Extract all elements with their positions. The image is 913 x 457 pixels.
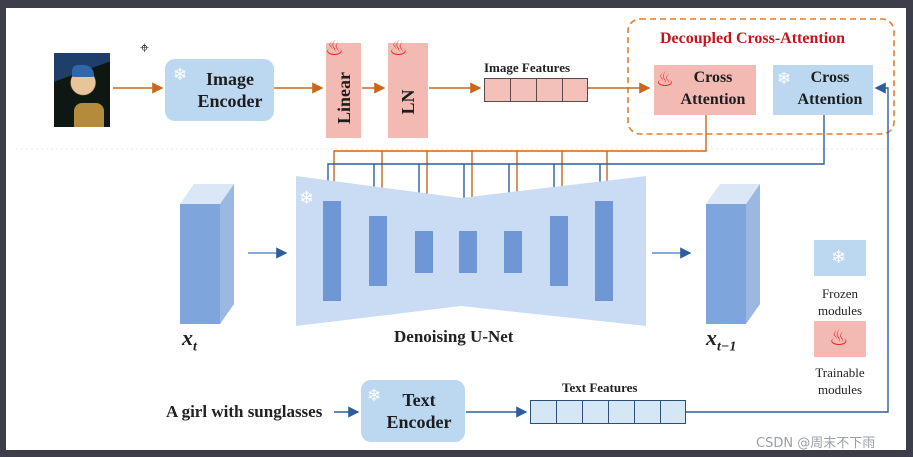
legend-trainable-swatch: ♨: [814, 321, 866, 357]
xt-slab-top: [180, 184, 234, 204]
cross-attention-trainable-box: ♨ Cross Attention: [654, 65, 756, 115]
snowflake-icon: ❄: [777, 69, 792, 89]
text-encoder-box: ❄ Text Encoder: [361, 380, 465, 442]
snowflake-icon: ❄: [173, 65, 188, 85]
image-feature-cell: [510, 78, 537, 102]
orange-bus: [328, 114, 707, 200]
cursor-icon: ⌖: [140, 38, 150, 57]
xt-label-sub: t: [193, 339, 197, 355]
flame-icon: ♨: [325, 36, 344, 60]
xt1-slab-side: [746, 184, 760, 324]
text-feature-cell: [530, 400, 557, 424]
legend-trainable-label: Trainable modules: [815, 365, 865, 397]
xt-slab-side: [220, 184, 234, 324]
xt1-slab-top: [706, 184, 760, 204]
portrait-image: [54, 53, 110, 127]
xt1-label: xt−1: [706, 325, 736, 355]
diagram-lines: [16, 18, 896, 418]
legend-frozen-label: Frozen modules: [817, 286, 863, 318]
image-encoder-label: Image Encoder: [197, 69, 263, 111]
text-feature-cell: [556, 400, 583, 424]
watermark: CSDN @周末不下雨: [756, 436, 876, 451]
image-encoder-box: ❄ Image Encoder: [165, 59, 274, 121]
ln-box: ♨ LN: [388, 36, 428, 138]
unet-block-2: [369, 216, 387, 286]
text-feature-cell: [660, 400, 686, 424]
unet-block-1: [323, 201, 341, 301]
text-feature-cell: [608, 400, 635, 424]
flame-icon: ♨: [829, 326, 849, 351]
decoupled-title: Decoupled Cross-Attention: [660, 30, 846, 47]
snowflake-icon: ❄: [367, 386, 382, 406]
cross-attention-trainable-label: Cross Attention: [680, 69, 746, 108]
legend-frozen-swatch: ❄: [814, 240, 866, 276]
text-features-cells: [530, 400, 686, 424]
image-features-cells: [484, 78, 588, 102]
snowflake-icon: ❄: [831, 247, 847, 268]
prompt-text: A girl with sunglasses: [166, 402, 323, 421]
text-feature-cell: [582, 400, 609, 424]
text-encoder-label: Text Encoder: [386, 390, 452, 432]
unet-block-4: [459, 231, 477, 273]
image-feature-cell: [562, 78, 588, 102]
image-feature-cell: [536, 78, 563, 102]
arrow-textfeat-to-crossattn: [686, 82, 889, 413]
unet-block-3: [415, 231, 433, 273]
unet-block-7: [595, 201, 613, 301]
image-features-label: Image Features: [484, 60, 571, 75]
image-feature-cell: [484, 78, 511, 102]
linear-label: Linear: [334, 72, 354, 124]
diagram-canvas: ⌖ ❄ Image Encoder ♨ Linear ♨ LN Image Fe…: [6, 8, 906, 451]
xt-label-base: x: [182, 325, 193, 350]
xt-slab-front: [180, 204, 220, 324]
unet-block-6: [550, 216, 568, 286]
linear-box: ♨ Linear: [325, 36, 361, 138]
flame-icon: ♨: [656, 67, 674, 91]
unet-label: Denoising U-Net: [394, 327, 514, 346]
text-feature-cell: [634, 400, 661, 424]
xt1-slab-front: [706, 204, 746, 324]
cross-attention-frozen-label: Cross Attention: [797, 69, 863, 108]
unet-block-5: [504, 231, 522, 273]
ln-label: LN: [398, 89, 418, 115]
xt-label: xt: [182, 325, 197, 355]
snowflake-icon: ❄: [299, 188, 315, 209]
decoupled-frame: [627, 18, 895, 135]
text-features-label: Text Features: [562, 380, 638, 395]
flame-icon: ♨: [389, 36, 408, 60]
xt1-label-sub: t−1: [717, 339, 737, 355]
cross-attention-frozen-box: ❄ Cross Attention: [773, 65, 873, 115]
xt1-label-base: x: [706, 325, 717, 350]
